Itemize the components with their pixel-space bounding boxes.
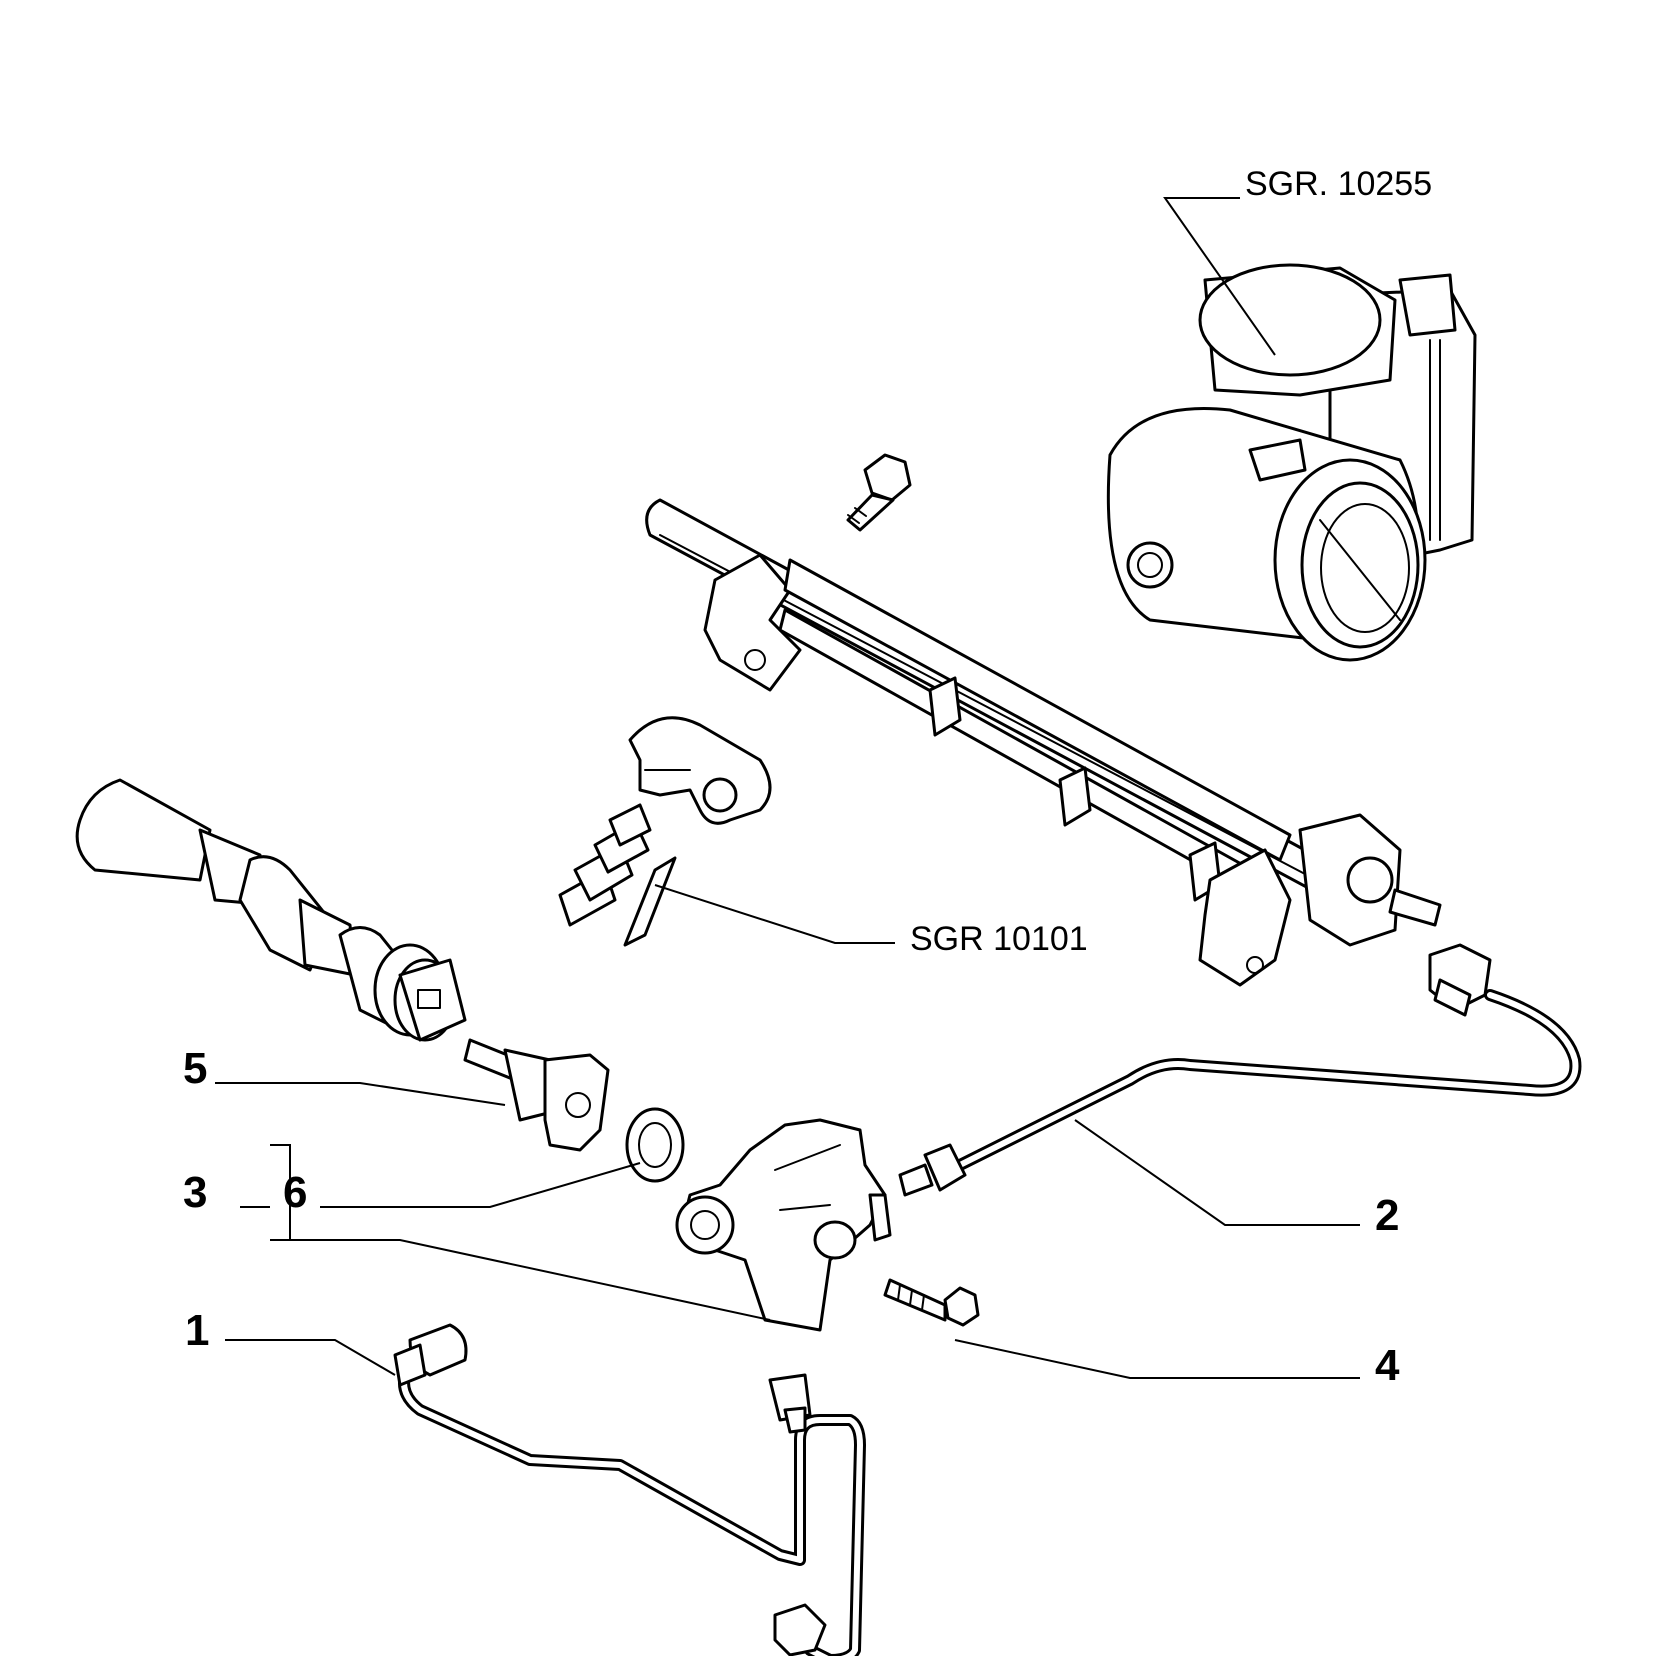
callout-1: 1 xyxy=(185,1306,209,1355)
callout-6: 6 xyxy=(283,1168,307,1217)
throttle-body-ref: SGR. 10255 xyxy=(1245,165,1432,203)
rail-bolt xyxy=(846,453,912,532)
return-pipe xyxy=(393,1323,866,1656)
callout-4: 4 xyxy=(1375,1341,1400,1390)
callout-3: 3 xyxy=(183,1168,207,1217)
injector-clip xyxy=(628,716,772,825)
fuel-rail xyxy=(645,498,1442,987)
sealing-washer xyxy=(625,1107,685,1183)
injector-group-ref: SGR 10101 xyxy=(910,920,1088,958)
leader-lines xyxy=(215,197,1360,1379)
injector xyxy=(558,803,677,947)
delivery-pipe xyxy=(898,943,1582,1197)
union-bolt xyxy=(883,1278,980,1327)
sensor-fitting xyxy=(463,1038,610,1152)
camshaft xyxy=(75,778,467,1042)
callout-2: 2 xyxy=(1375,1191,1399,1240)
throttle-body xyxy=(1106,263,1477,662)
callout-5: 5 xyxy=(183,1044,207,1093)
fuel-union-body xyxy=(675,1118,892,1332)
